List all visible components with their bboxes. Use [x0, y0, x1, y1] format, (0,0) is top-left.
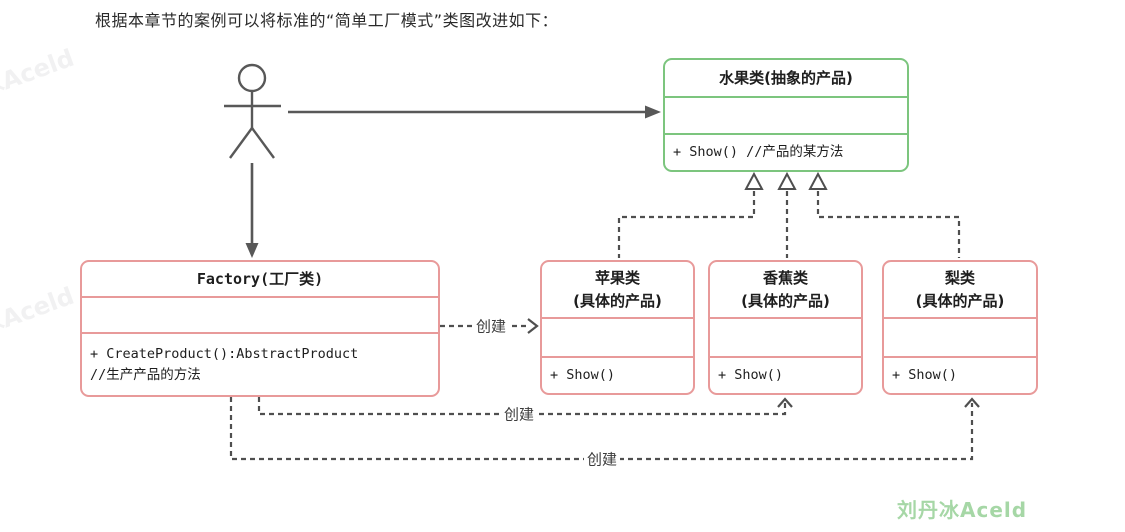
class-box-pear: 梨类 (具体的产品) + Show(): [882, 260, 1038, 395]
class-attributes-empty: [710, 317, 861, 356]
class-box-banana: 香蕉类 (具体的产品) + Show(): [708, 260, 863, 395]
class-title: 香蕉类 (具体的产品): [710, 262, 861, 317]
class-title-line1: 苹果类: [594, 269, 640, 287]
edge-label-create-1: 创建: [472, 315, 510, 337]
class-title: 苹果类 (具体的产品): [542, 262, 693, 317]
method-line: + Show(): [892, 367, 958, 384]
actor-icon: [224, 63, 281, 159]
edge-label-create-3: 创建: [583, 448, 621, 470]
inherit-edge-pear: [808, 171, 961, 258]
faint-watermark: 刘丹冰Aceld: [0, 43, 78, 121]
method-comment-line: //生产产品的方法: [90, 366, 201, 383]
class-title: Factory(工厂类): [196, 269, 324, 288]
method-line: + CreateProduct():AbstractProduct: [90, 345, 359, 362]
class-attributes-empty: [884, 317, 1036, 356]
class-box-apple: 苹果类 (具体的产品) + Show(): [540, 260, 695, 395]
class-attributes-empty: [82, 296, 438, 332]
inherit-edge-banana: [777, 171, 797, 258]
class-title-line1: 香蕉类: [762, 269, 808, 287]
class-title-line2: (具体的产品): [741, 291, 830, 310]
method-line: + Show(): [718, 367, 784, 384]
class-methods: + Show(): [542, 356, 693, 393]
inherit-edge-apple: [617, 171, 764, 258]
class-box-factory: Factory(工厂类) + CreateProduct():AbstractP…: [80, 260, 440, 397]
class-methods: + Show(): [710, 356, 861, 393]
association-arrow-down: [245, 163, 259, 258]
class-title-line2: (具体的产品): [915, 291, 1005, 310]
class-title-line1: 梨类: [944, 269, 975, 287]
class-attributes-empty: [542, 317, 693, 356]
association-arrow-right: [288, 105, 661, 119]
method-line: + Show() //产品的某方法: [673, 144, 844, 161]
class-attributes-empty: [665, 96, 907, 133]
class-title: 水果类(抽象的产品): [719, 68, 853, 87]
class-title: 梨类 (具体的产品): [884, 262, 1036, 317]
class-box-abstract-product: 水果类(抽象的产品) + Show() //产品的某方法: [663, 58, 909, 172]
class-methods: + Show() //产品的某方法: [665, 133, 907, 170]
author-watermark: 刘丹冰Aceld: [897, 498, 1028, 522]
class-title-line2: (具体的产品): [573, 291, 662, 310]
class-methods: + Show(): [884, 356, 1036, 393]
page-title: 根据本章节的案例可以将标准的“简单工厂模式”类图改进如下：: [95, 11, 559, 30]
edge-label-create-2: 创建: [500, 403, 538, 425]
faint-watermark: 刘丹冰Aceld: [0, 281, 78, 359]
method-line: + Show(): [550, 367, 616, 384]
class-methods: + CreateProduct():AbstractProduct //生产产品…: [82, 332, 438, 395]
